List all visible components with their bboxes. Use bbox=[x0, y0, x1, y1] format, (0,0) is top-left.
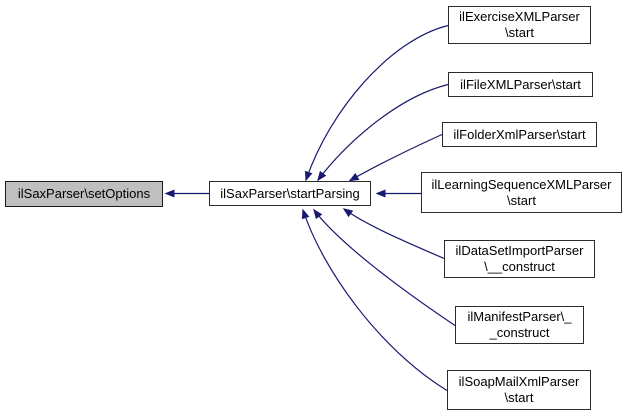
node-ilFolderXmlParser-start-label: ilFolderXmlParser\start bbox=[453, 126, 586, 142]
node-ilManifestParser-construct[interactable]: ilManifestParser\_ _construct bbox=[455, 306, 584, 344]
node-ilExerciseXMLParser-start-label: ilExerciseXMLParser \start bbox=[459, 9, 580, 40]
node-ilSoapMailXmlParser-start-label: ilSoapMailXmlParser \start bbox=[458, 374, 580, 405]
edge-dataset-construct-to-startParsing bbox=[342, 208, 445, 260]
node-ilManifestParser-construct-label: ilManifestParser\_ _construct bbox=[467, 309, 572, 340]
node-ilFileXMLParser-start[interactable]: ilFileXMLParser\start bbox=[448, 72, 593, 97]
node-ilFolderXmlParser-start[interactable]: ilFolderXmlParser\start bbox=[442, 122, 597, 147]
node-ilSaxParser-setOptions-label: ilSaxParser\setOptions bbox=[17, 186, 151, 201]
edge-file-start-to-startParsing bbox=[317, 83, 449, 182]
node-ilFileXMLParser-start-label: ilFileXMLParser\start bbox=[460, 76, 581, 92]
node-ilSoapMailXmlParser-start[interactable]: ilSoapMailXmlParser \start bbox=[447, 370, 591, 410]
node-ilLearningSequenceXMLParser-start[interactable]: ilLearningSequenceXMLParser \start bbox=[421, 172, 622, 213]
edge-exercise-start-to-startParsing bbox=[304, 24, 449, 182]
node-ilSaxParser-startParsing[interactable]: ilSaxParser\startParsing bbox=[209, 181, 371, 206]
edge-soapmail-start-to-startParsing bbox=[301, 208, 448, 392]
node-ilSaxParser-startParsing-label: ilSaxParser\startParsing bbox=[220, 185, 360, 201]
node-ilDataSetImportParser-construct[interactable]: ilDataSetImportParser \__construct bbox=[444, 240, 595, 278]
node-ilExerciseXMLParser-start[interactable]: ilExerciseXMLParser \start bbox=[448, 6, 591, 44]
node-ilSaxParser-setOptions[interactable]: ilSaxParser\setOptions bbox=[5, 181, 163, 207]
edge-folder-start-to-startParsing bbox=[348, 133, 443, 182]
node-ilDataSetImportParser-construct-label: ilDataSetImportParser \__construct bbox=[455, 243, 584, 274]
node-ilLearningSequenceXMLParser-start-label: ilLearningSequenceXMLParser \start bbox=[431, 176, 612, 208]
edge-manifest-construct-to-startParsing bbox=[313, 208, 456, 326]
